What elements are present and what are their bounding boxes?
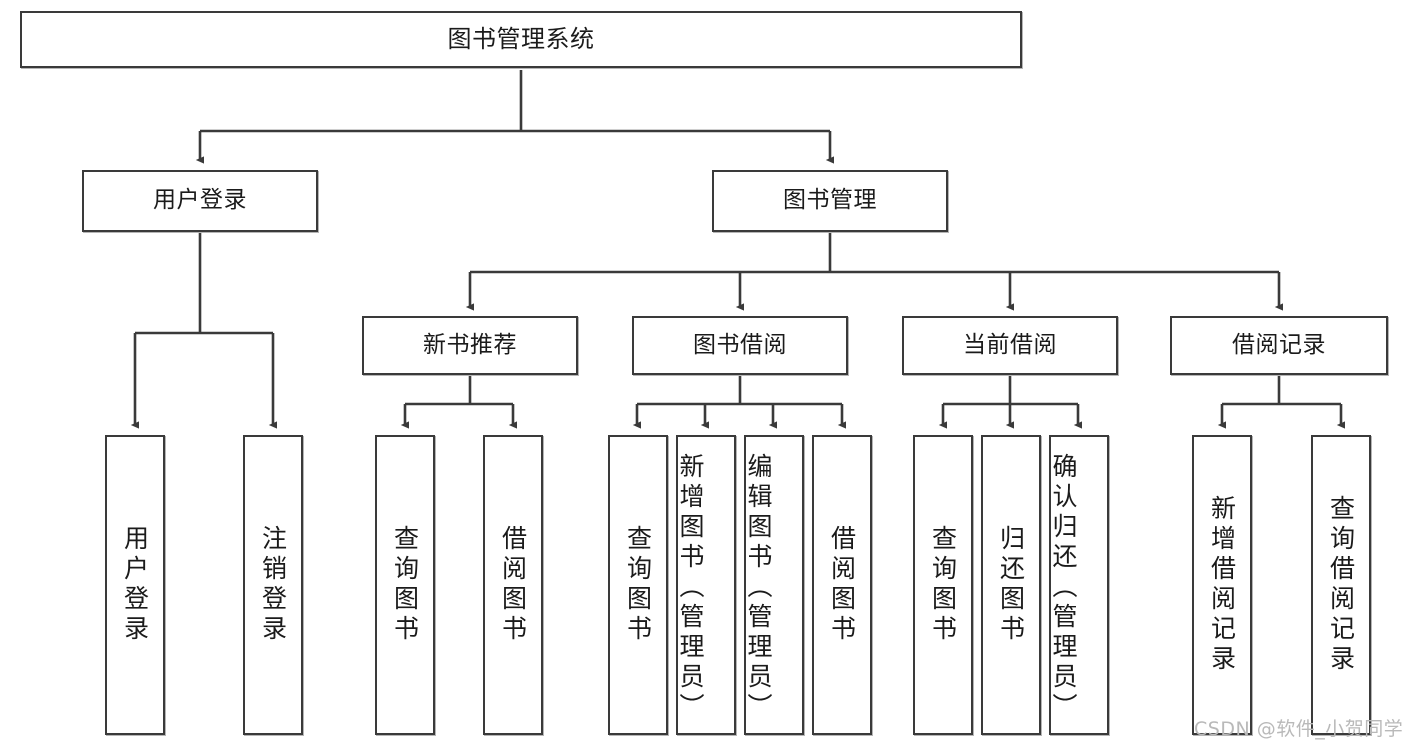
node-label: 当前借阅 <box>963 331 1057 358</box>
node-label: 查询图书 <box>928 525 958 645</box>
node-label: 新增图书（管理员） <box>676 453 705 723</box>
node-label: 归还图书 <box>996 525 1026 645</box>
node-label: 查询借阅记录 <box>1326 495 1356 675</box>
csdn-watermark: CSDN @软件_小贺同学 <box>1194 718 1404 740</box>
node-label: 查询图书 <box>390 525 420 645</box>
leaf-query-book-current[interactable]: 查询图书 <box>913 435 973 735</box>
node-user-login[interactable]: 用户登录 <box>82 170 318 232</box>
node-label: 图书管理系统 <box>447 25 595 54</box>
node-new-book-recommendation[interactable]: 新书推荐 <box>362 316 578 375</box>
node-label: 注销登录 <box>258 525 288 645</box>
node-label: 借阅图书 <box>498 525 528 645</box>
node-label: 用户登录 <box>153 187 247 214</box>
leaf-add-borrow-record[interactable]: 新增借阅记录 <box>1192 435 1252 735</box>
leaf-return-book[interactable]: 归还图书 <box>981 435 1041 735</box>
leaf-borrow-book-recommend[interactable]: 借阅图书 <box>483 435 543 735</box>
node-label: 借阅图书 <box>827 525 857 645</box>
node-label: 用户登录 <box>120 525 150 645</box>
node-label: 新增借阅记录 <box>1207 495 1237 675</box>
node-label: 查询图书 <box>623 525 653 645</box>
leaf-query-borrow-record[interactable]: 查询借阅记录 <box>1311 435 1371 735</box>
leaf-user-login[interactable]: 用户登录 <box>105 435 165 735</box>
node-borrow-records[interactable]: 借阅记录 <box>1170 316 1388 375</box>
leaf-query-book-recommend[interactable]: 查询图书 <box>375 435 435 735</box>
node-label: 新书推荐 <box>423 331 517 358</box>
node-root-book-management-system[interactable]: 图书管理系统 <box>20 11 1022 68</box>
leaf-confirm-return-admin[interactable]: 确认归还（管理员） <box>1049 435 1109 735</box>
node-book-management[interactable]: 图书管理 <box>712 170 948 232</box>
leaf-borrow-book[interactable]: 借阅图书 <box>812 435 872 735</box>
node-book-borrow[interactable]: 图书借阅 <box>632 316 848 375</box>
node-label: 确认归还（管理员） <box>1049 453 1078 723</box>
node-label: 图书借阅 <box>693 331 787 358</box>
leaf-add-book-admin[interactable]: 新增图书（管理员） <box>676 435 736 735</box>
node-label: 图书管理 <box>783 187 877 214</box>
leaf-query-book-borrow[interactable]: 查询图书 <box>608 435 668 735</box>
node-current-borrow[interactable]: 当前借阅 <box>902 316 1118 375</box>
node-label: 借阅记录 <box>1232 331 1326 358</box>
node-label: 编辑图书（管理员） <box>744 453 773 723</box>
leaf-edit-book-admin[interactable]: 编辑图书（管理员） <box>744 435 804 735</box>
leaf-logout[interactable]: 注销登录 <box>243 435 303 735</box>
